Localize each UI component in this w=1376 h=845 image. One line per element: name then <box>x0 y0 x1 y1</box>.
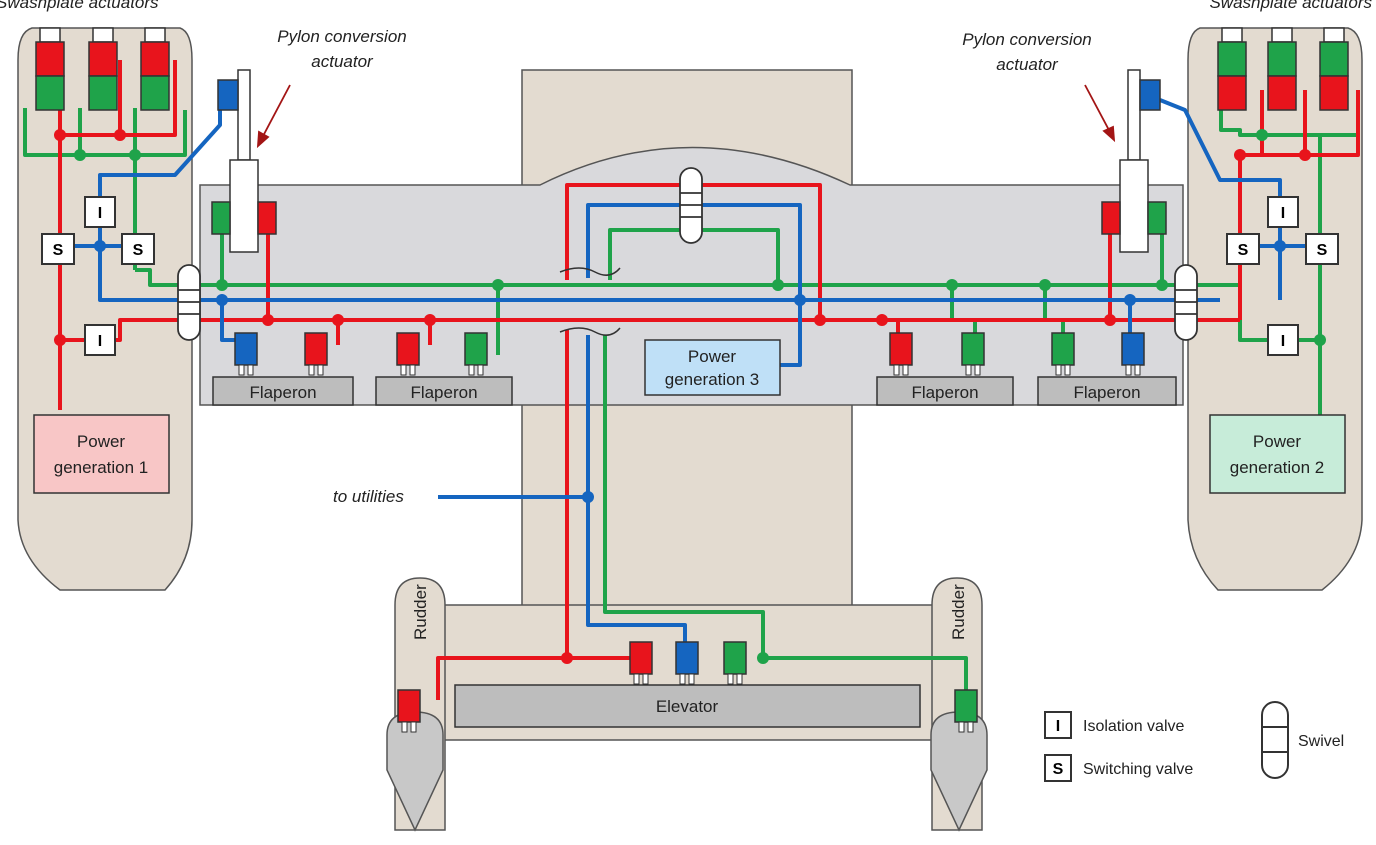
swivels <box>177 167 1198 341</box>
isolation-valve: I <box>84 324 116 356</box>
flaperon-label: Flaperon <box>410 383 477 402</box>
left-pylon-actuator <box>211 69 277 253</box>
svg-text:Power: Power <box>1253 432 1302 451</box>
svg-text:S: S <box>1053 761 1064 778</box>
isolation-valve: I <box>1267 196 1299 228</box>
swashplate-actuator <box>140 27 170 111</box>
pylon-label-right-2: actuator <box>996 55 1059 74</box>
swashplate-actuator <box>1267 27 1297 111</box>
left-rudder-cone <box>386 711 444 832</box>
swivel-right <box>1174 264 1198 341</box>
svg-text:Switching valve: Switching valve <box>1083 761 1193 778</box>
swivel-left <box>177 264 201 341</box>
flaperon-4: Flaperon <box>1037 376 1177 406</box>
swashplate-actuator <box>1217 27 1247 111</box>
flaperon-label: Flaperon <box>1073 383 1140 402</box>
left-nacelle <box>17 27 193 591</box>
right-swashplate-actuators <box>1217 27 1349 111</box>
svg-text:Isolation valve: Isolation valve <box>1083 718 1184 735</box>
right-nacelle <box>1187 27 1363 591</box>
rudder-label-right: Rudder <box>949 584 968 640</box>
pylon-label-right-1: Pylon conversion <box>962 30 1091 49</box>
svg-text:I: I <box>98 205 102 222</box>
svg-text:generation 2: generation 2 <box>1230 458 1325 477</box>
svg-text:generation 3: generation 3 <box>665 370 760 389</box>
right-pylon-actuator <box>1101 69 1167 253</box>
svg-text:I: I <box>1281 333 1285 350</box>
wing <box>199 146 1184 406</box>
flaperon-label: Flaperon <box>249 383 316 402</box>
swashplate-label-right: Swashplate actuators <box>1209 0 1372 12</box>
svg-text:Power: Power <box>77 432 126 451</box>
left-swashplate-actuators <box>35 27 170 111</box>
svg-text:I: I <box>1056 718 1060 735</box>
flaperon-1: Flaperon <box>212 376 354 406</box>
flaperon-3: Flaperon <box>876 376 1014 406</box>
pylon-pointer-arrows <box>256 84 1116 149</box>
legend-switching-valve: S Switching valve <box>1044 754 1193 782</box>
flaperon-actuators <box>234 332 1145 376</box>
svg-text:I: I <box>98 333 102 350</box>
flaperon-2: Flaperon <box>375 376 513 406</box>
swashplate-actuator <box>1319 27 1349 111</box>
flaperon-surfaces: Flaperon Flaperon Flaperon Flaperon <box>212 376 1177 406</box>
pylon-label-left-2: actuator <box>311 52 374 71</box>
rudder-actuators <box>397 689 978 733</box>
svg-text:Elevator: Elevator <box>656 697 719 716</box>
flaperon-label: Flaperon <box>911 383 978 402</box>
switching-valve: S <box>1305 233 1339 265</box>
junction-dots <box>54 129 1326 664</box>
svg-text:I: I <box>1281 205 1285 222</box>
svg-text:S: S <box>53 242 64 259</box>
elevator-actuators <box>629 641 747 685</box>
svg-text:S: S <box>133 242 144 259</box>
svg-text:Power: Power <box>688 347 737 366</box>
power-generation-2: Power generation 2 <box>1209 414 1346 494</box>
svg-text:Swivel: Swivel <box>1298 733 1344 750</box>
svg-text:S: S <box>1238 242 1249 259</box>
legend-swivel: Swivel <box>1261 701 1344 779</box>
blue-system-lines <box>60 98 1320 645</box>
isolation-valve: I <box>1267 324 1299 356</box>
swashplate-actuator <box>35 27 65 111</box>
switching-valve: S <box>121 233 155 265</box>
power-generation-1: Power generation 1 <box>33 414 170 494</box>
swashplate-actuator <box>88 27 118 111</box>
svg-text:S: S <box>1317 242 1328 259</box>
valves: I S S I I S S I <box>41 196 1339 356</box>
to-utilities-label: to utilities <box>333 487 404 506</box>
switching-valve: S <box>1226 233 1260 265</box>
swashplate-label-left: Swashplate actuators <box>0 0 159 12</box>
isolation-valve: I <box>84 196 116 228</box>
pylon-label-left-1: Pylon conversion <box>277 27 406 46</box>
switching-valve: S <box>41 233 75 265</box>
rudder-label-left: Rudder <box>411 584 430 640</box>
power-generation-3: Power generation 3 <box>644 339 781 396</box>
elevator: Elevator <box>454 684 921 728</box>
legend: I Isolation valve S Switching valve Swiv… <box>1044 701 1344 782</box>
swivel-center <box>679 167 703 244</box>
svg-text:generation 1: generation 1 <box>54 458 149 477</box>
legend-isolation-valve: I Isolation valve <box>1044 711 1184 739</box>
line-break-marks <box>559 267 621 336</box>
